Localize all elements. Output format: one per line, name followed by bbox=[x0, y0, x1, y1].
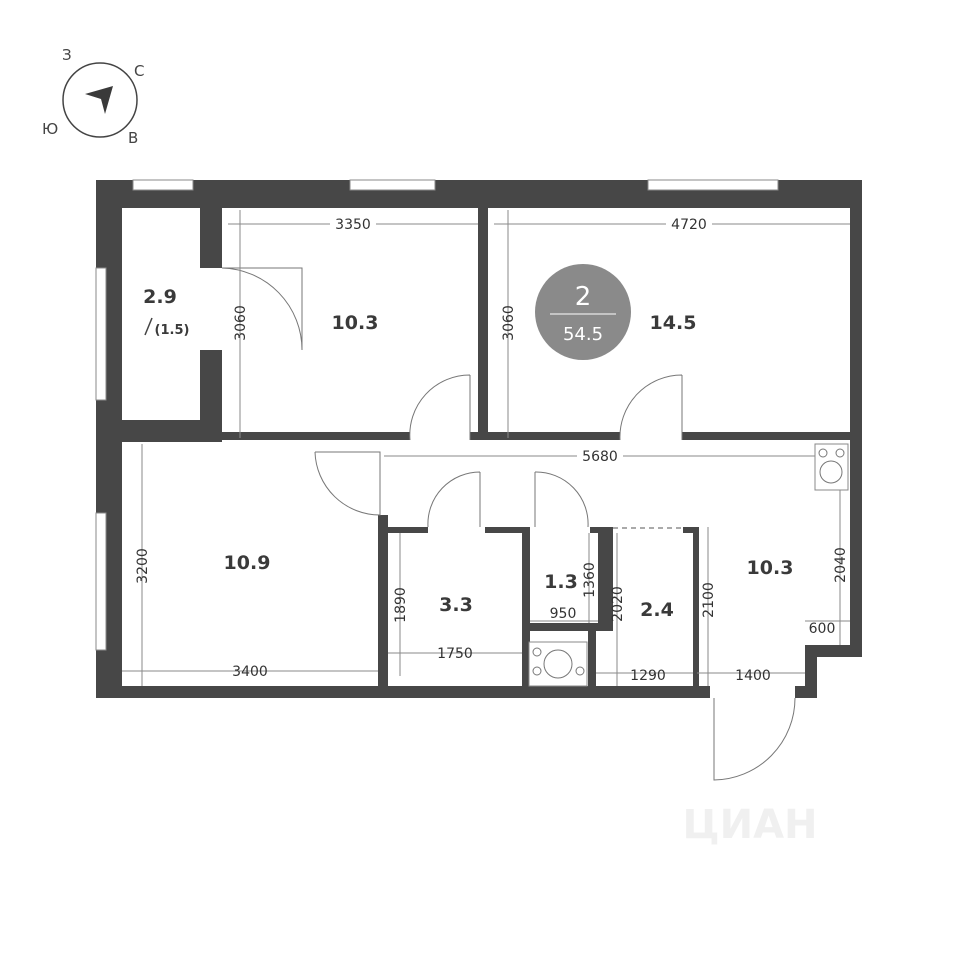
area-balcony-sub: (1.5) bbox=[155, 323, 190, 338]
walls bbox=[96, 180, 862, 698]
dimension-lines bbox=[122, 210, 850, 686]
area-storage: 3.3 bbox=[439, 594, 473, 616]
door-living bbox=[314, 451, 381, 516]
badge-rooms: 2 bbox=[575, 282, 592, 312]
dim-living-width: 3400 bbox=[232, 664, 268, 680]
area-balcony: 2.9 bbox=[143, 286, 177, 308]
compass-south: Ю bbox=[42, 120, 58, 138]
compass-ring bbox=[62, 62, 138, 138]
door-bedroom bbox=[409, 374, 471, 441]
window bbox=[95, 512, 107, 651]
windows bbox=[95, 179, 779, 651]
door-entrance bbox=[713, 697, 796, 781]
north-arrow-icon bbox=[85, 86, 113, 114]
window bbox=[349, 179, 436, 191]
window bbox=[132, 179, 194, 191]
dim-bedroom-depth: 3060 bbox=[233, 305, 249, 341]
dim-bath-depth: 2020 bbox=[610, 586, 626, 622]
dim-storage-depth: 1890 bbox=[393, 587, 409, 623]
dim-bedroom-width: 3350 bbox=[335, 217, 371, 233]
door-master bbox=[619, 374, 683, 441]
room-areas: 2.9 (1.5) 10.3 14.5 10.9 3.3 1.3 2.4 10.… bbox=[143, 286, 793, 621]
compass-east: В bbox=[128, 129, 138, 147]
area-living-room: 10.9 bbox=[224, 552, 271, 574]
dim-hall-length: 5680 bbox=[582, 449, 618, 465]
dim-living-depth: 3200 bbox=[135, 548, 151, 584]
door-toilet bbox=[534, 471, 589, 528]
appliances bbox=[528, 443, 849, 687]
badge-total-area: 54.5 bbox=[563, 324, 603, 345]
stove-icon bbox=[814, 443, 849, 491]
dim-kitchen-niche: 600 bbox=[809, 621, 836, 637]
dimension-labels: 3350 3060 4720 3060 5680 3200 3400 1890 … bbox=[135, 216, 849, 684]
area-master-bedroom: 14.5 bbox=[650, 312, 697, 334]
area-bedroom: 10.3 bbox=[332, 312, 379, 334]
area-kitchen: 10.3 bbox=[747, 557, 794, 579]
apartment-badge: 2 54.5 bbox=[535, 264, 631, 360]
doors bbox=[221, 267, 796, 781]
door-storage bbox=[427, 471, 481, 528]
dim-toilet-width: 950 bbox=[550, 606, 577, 622]
window bbox=[647, 179, 779, 191]
dim-master-width: 4720 bbox=[671, 217, 707, 233]
dim-toilet-depth: 1360 bbox=[582, 562, 598, 598]
dim-master-depth: 3060 bbox=[501, 305, 517, 341]
compass-west: З bbox=[62, 46, 72, 64]
dim-bath-width: 1290 bbox=[630, 668, 666, 684]
washing-machine-icon bbox=[528, 641, 588, 687]
dim-storage-width: 1750 bbox=[437, 646, 473, 662]
area-bathroom: 2.4 bbox=[640, 599, 674, 621]
compass: З С Ю В bbox=[42, 46, 144, 147]
area-toilet: 1.3 bbox=[544, 571, 578, 593]
dim-kitchen-depth-b: 2040 bbox=[833, 547, 849, 583]
dim-kitchen-width: 1400 bbox=[735, 668, 771, 684]
window bbox=[95, 267, 107, 401]
watermark-logo: ЦИАН bbox=[682, 802, 817, 848]
dim-kitchen-depth: 2100 bbox=[701, 582, 717, 618]
compass-north: С bbox=[134, 62, 144, 80]
